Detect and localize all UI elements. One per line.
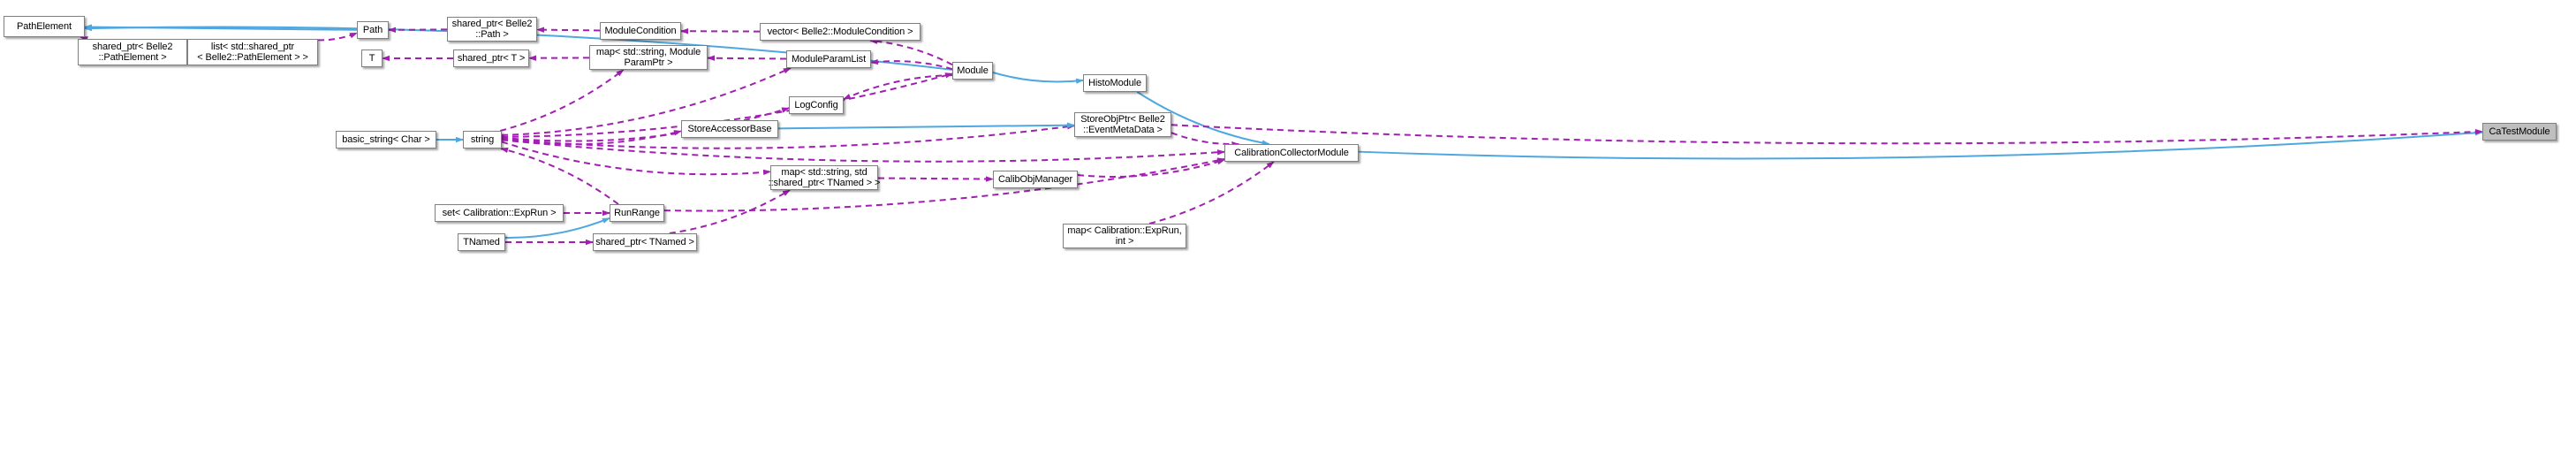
class-node-modulecondition[interactable]: ModuleCondition: [600, 22, 681, 40]
edge-string-to-map_tnamed: [501, 141, 771, 176]
class-node-map_modparam[interactable]: map< std::string, Module ParamPtr >: [589, 45, 708, 70]
class-node-module[interactable]: Module: [952, 62, 993, 80]
class-node-path[interactable]: Path: [357, 21, 389, 39]
class-node-list_sharedptr[interactable]: list< std::shared_ptr < Belle2::PathElem…: [187, 39, 318, 65]
edge-string-to-map_modparam: [499, 69, 625, 132]
edge-modulecondition-to-sharedptr_path: [536, 27, 601, 33]
edge-map_exprun_int-to-calibcollectormod: [1148, 161, 1275, 225]
class-node-vector_modcond[interactable]: vector< Belle2::ModuleCondition >: [760, 23, 921, 41]
class-node-calibcollectormod[interactable]: CalibrationCollectorModule: [1224, 144, 1359, 162]
edge-storeobjptr_emd-to-calibcollectormod: [1171, 132, 1240, 148]
edge-storeobjptr_emd-to-catestmodule: [1171, 124, 2483, 145]
class-node-set_exprun[interactable]: set< Calibration::ExpRun >: [435, 204, 564, 222]
class-node-sharedptr_t[interactable]: shared_ptr< T >: [453, 49, 529, 67]
edge-string-to-calibcollectormod: [501, 139, 1225, 163]
edge-runrange-to-string: [500, 147, 619, 205]
class-node-sharedptr_path[interactable]: shared_ptr< Belle2 ::Path >: [447, 17, 537, 42]
class-node-basic_string_char[interactable]: basic_string< Char >: [336, 131, 436, 148]
class-node-storeobjptr_emd[interactable]: StoreObjPtr< Belle2 ::EventMetaData >: [1074, 112, 1171, 137]
edge-module-to-histomodule: [992, 72, 1084, 84]
edge-module-to-logconfig: [843, 74, 953, 101]
edge-moduleparamlist-to-map_modparam: [707, 55, 787, 61]
edge-string-to-storeobjptr_emd: [501, 124, 1075, 149]
class-node-string[interactable]: string: [463, 131, 502, 148]
edge-calibobjmanager-to-calibcollectormod: [1077, 158, 1225, 178]
class-node-logconfig[interactable]: LogConfig: [789, 96, 844, 114]
class-node-sharedptr_pathel[interactable]: shared_ptr< Belle2 ::PathElement >: [78, 39, 187, 65]
edge-storeaccessorbase-to-storeobjptr_emd: [777, 122, 1075, 130]
class-node-tnamed[interactable]: TNamed: [458, 233, 505, 251]
edge-path-to-pathelement: [84, 24, 358, 31]
class-node-runrange[interactable]: RunRange: [610, 204, 664, 222]
class-node-moduleparamlist[interactable]: ModuleParamList: [786, 50, 871, 68]
edge-module-to-moduleparamlist: [870, 58, 953, 71]
class-node-map_exprun_int[interactable]: map< Calibration::ExpRun, int >: [1063, 224, 1186, 248]
class-node-histomodule[interactable]: HistoModule: [1083, 74, 1147, 92]
class-node-pathelement[interactable]: PathElement: [4, 16, 85, 37]
class-node-map_tnamed[interactable]: map< std::string, std ::shared_ptr< TNam…: [768, 165, 881, 190]
edge-calibcollectormod-to-catestmodule: [1358, 130, 2483, 160]
class-node-storeaccessorbase[interactable]: StoreAccessorBase: [681, 120, 778, 138]
edge-sharedptr_tnamed-to-map_tnamed: [669, 189, 791, 234]
class-node-t[interactable]: T: [361, 49, 383, 67]
edge-string-to-storeaccessorbase: [501, 130, 682, 146]
class-node-calibobjmanager[interactable]: CalibObjManager: [993, 171, 1078, 188]
edge-list_sharedptr-to-path: [317, 32, 358, 42]
class-node-catestmodule[interactable]: CaTestModule: [2482, 123, 2557, 141]
edge-runrange-to-calibcollectormod: [663, 157, 1225, 212]
edge-module-to-vector_modcond: [869, 38, 953, 66]
class-node-sharedptr_tnamed[interactable]: shared_ptr< TNamed >: [593, 233, 697, 251]
